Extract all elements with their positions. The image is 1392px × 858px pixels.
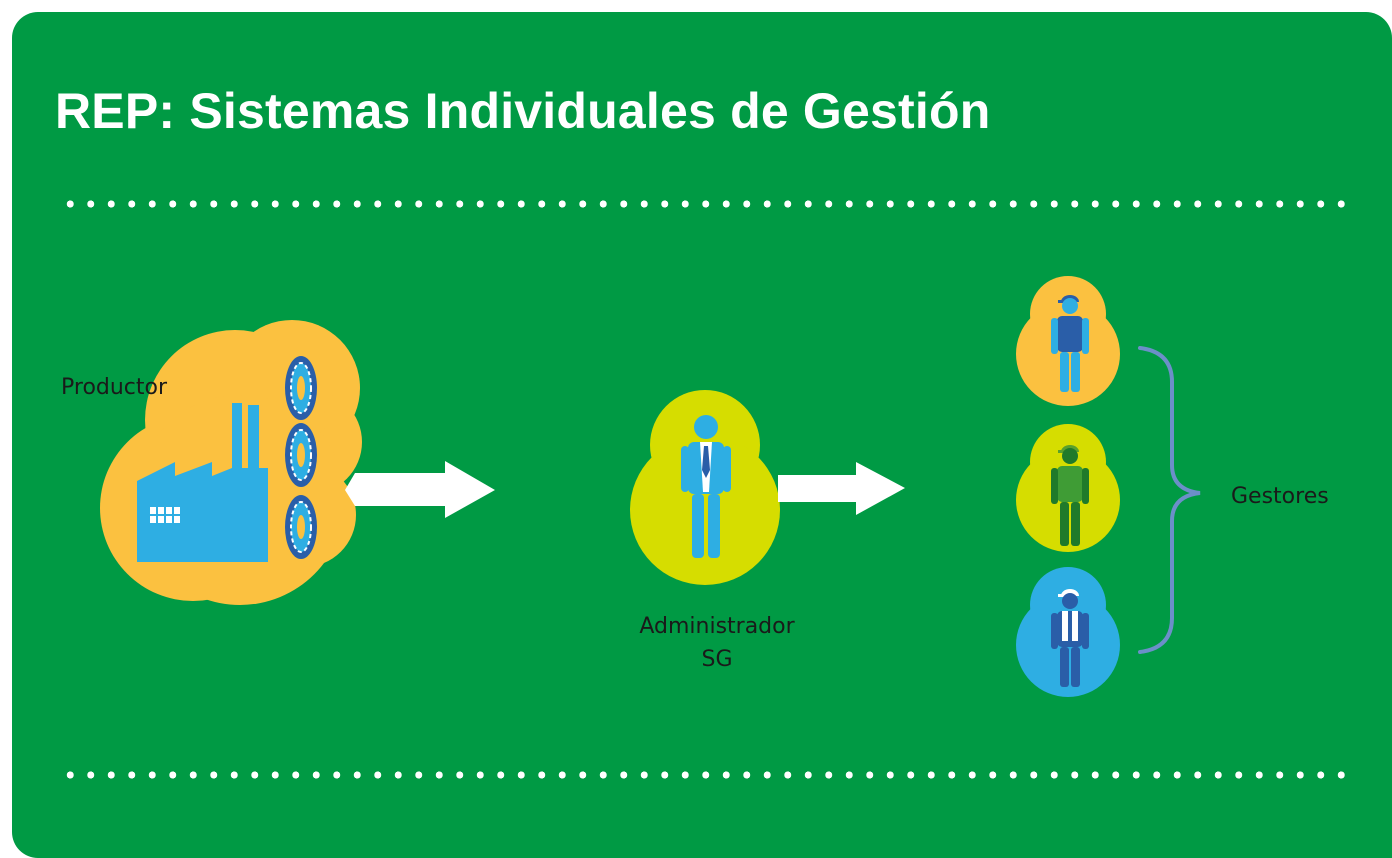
person-cap-icon bbox=[1051, 295, 1089, 392]
factory-icon bbox=[137, 403, 268, 562]
producer-label: Productor bbox=[61, 375, 168, 400]
brace-icon bbox=[1138, 346, 1201, 654]
tire-icon bbox=[285, 356, 317, 420]
admin-label-line2: SG bbox=[701, 647, 732, 672]
manager-node-3 bbox=[1016, 567, 1120, 697]
managers-label: Gestores bbox=[1231, 484, 1329, 509]
admin-node: Administrador SG bbox=[630, 390, 796, 672]
dotted-divider-bottom bbox=[60, 771, 1350, 779]
arrow-right-icon bbox=[778, 462, 905, 515]
dotted-divider-top bbox=[60, 200, 1350, 208]
arrow-right-icon bbox=[345, 461, 495, 518]
person-cap-icon bbox=[1051, 589, 1089, 687]
admin-label-line1: Administrador bbox=[639, 614, 795, 639]
person-suit-icon bbox=[681, 415, 731, 558]
tire-icon bbox=[285, 423, 317, 487]
page-title: REP: Sistemas Individuales de Gestión bbox=[55, 83, 991, 139]
manager-node-2 bbox=[1016, 424, 1120, 552]
producer-node: Productor bbox=[61, 320, 362, 605]
tire-icon bbox=[285, 495, 317, 559]
manager-node-1 bbox=[1016, 276, 1120, 406]
person-cap-icon bbox=[1051, 445, 1089, 546]
